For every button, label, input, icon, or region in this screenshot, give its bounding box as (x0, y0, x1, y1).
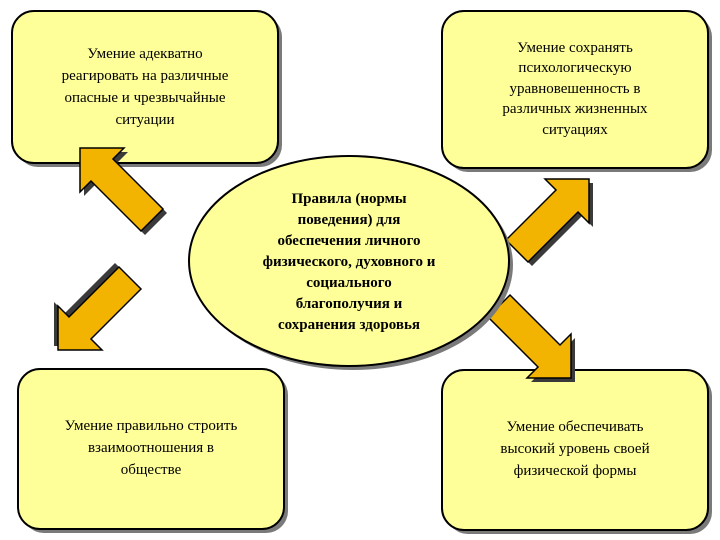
box-top-left (11, 10, 279, 164)
box-top-right (441, 10, 709, 169)
arrow-down-right-icon (486, 293, 575, 382)
box-bottom-right-text: Умение обеспечивать высокий уровень свое… (500, 419, 650, 479)
box-top-left-text: Умение адекватно реагировать на различны… (61, 46, 229, 128)
center-ellipse (188, 155, 510, 367)
arrow-up-left-icon (79, 147, 167, 235)
center-text: Правила (нормы поведения) для обеспечени… (262, 190, 436, 333)
box-bottom-left (17, 368, 285, 530)
arrow-up-right-icon (504, 178, 593, 266)
arrow-down-left-icon (54, 263, 143, 351)
box-bottom-left-text: Умение правильно строить взаимоотношения… (64, 418, 238, 478)
box-top-right-text: Умение сохранять психологическую уравнов… (502, 39, 648, 138)
